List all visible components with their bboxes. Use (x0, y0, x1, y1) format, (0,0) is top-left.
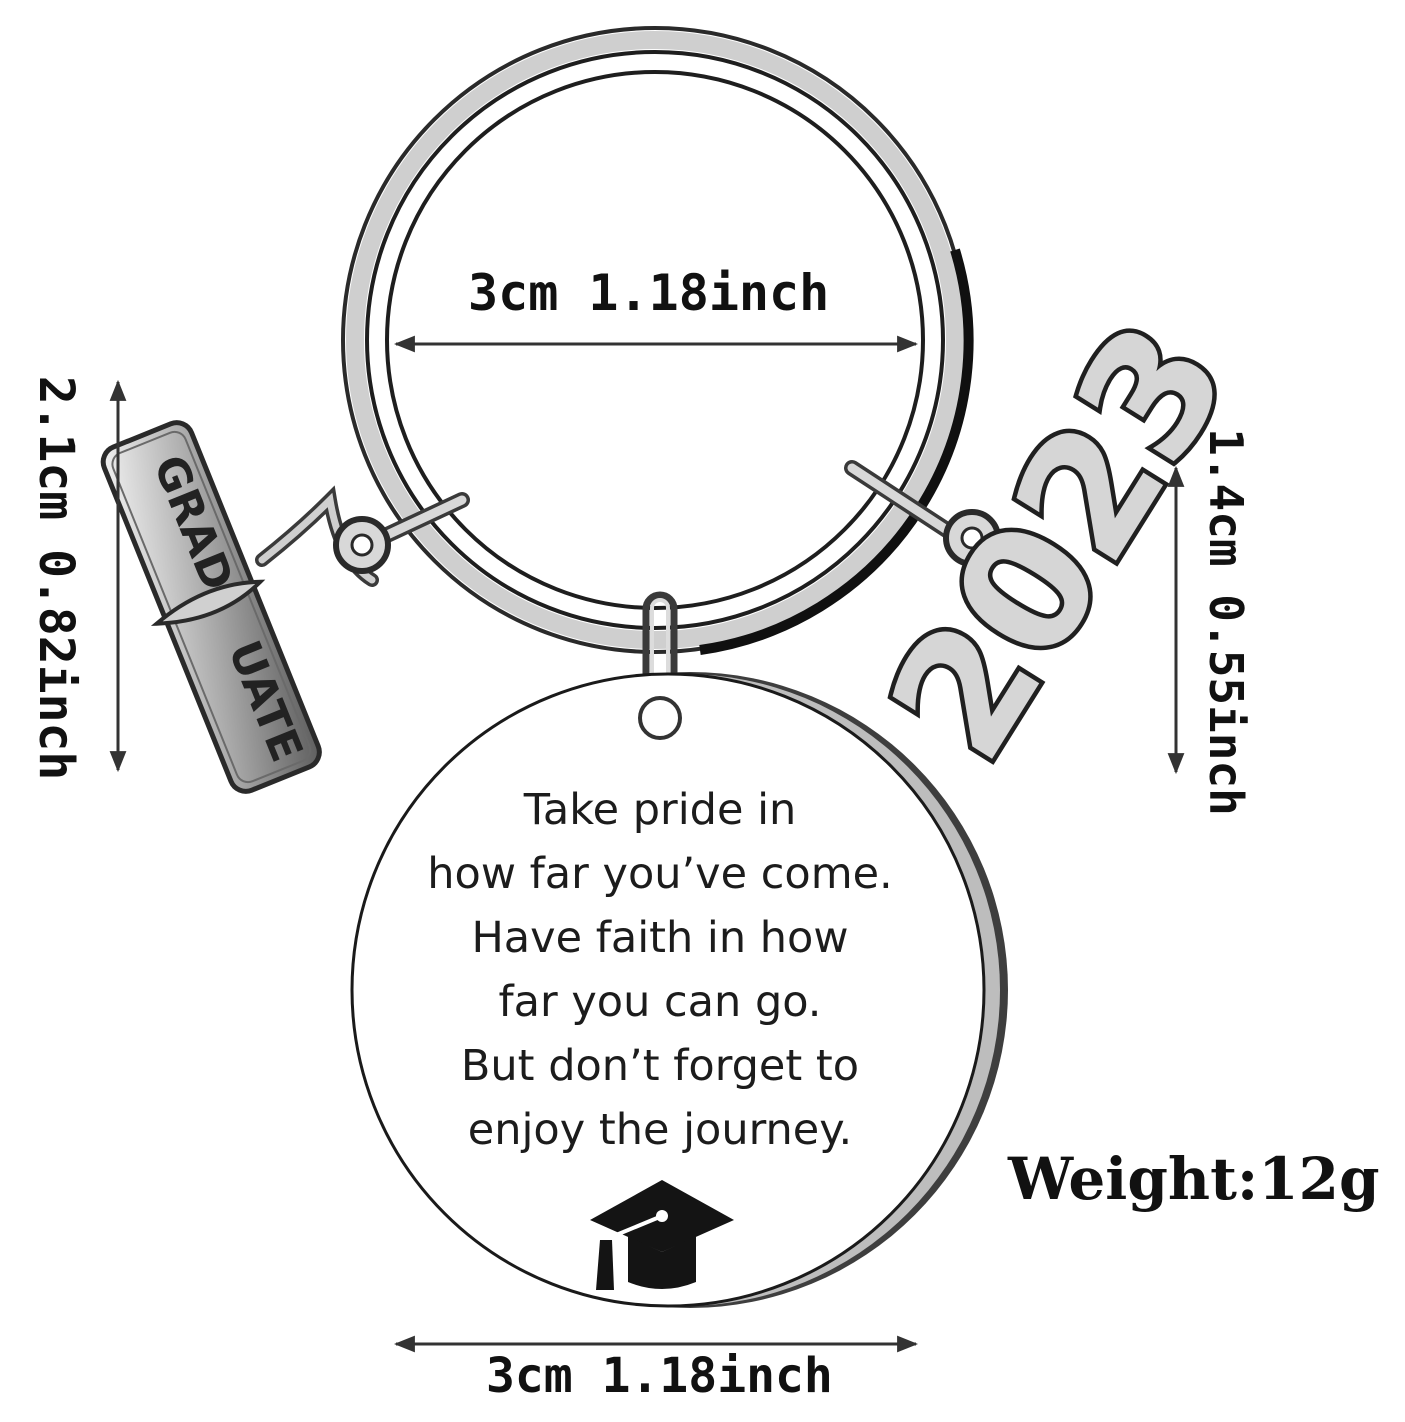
ring-width-label: 3cm 1.18inch (468, 264, 830, 322)
quote-line: how far you’ve come. (427, 849, 893, 899)
engraved-quote: Take pride in how far you’ve come. Have … (380, 778, 940, 1162)
right-jump-ring (844, 460, 970, 548)
quote-line: Take pride in (523, 785, 797, 835)
tag-width-label: 3cm 1.18inch (486, 1348, 833, 1404)
split-key-ring (341, 26, 974, 655)
scroll-diploma-charm: GRAD UATE (100, 420, 391, 794)
weight-label: Weight:12g (1008, 1145, 1380, 1213)
graduation-cap-icon (590, 1180, 734, 1290)
quote-line: far you can go. (498, 977, 822, 1027)
quote-line: But don’t forget to (460, 1041, 860, 1091)
quote-line: Have faith in how (471, 913, 849, 963)
quote-line: enjoy the journey. (467, 1105, 853, 1155)
year-charm-size-label: 1.4cm 0.55inch (1199, 428, 1253, 816)
round-tag (350, 672, 1008, 1308)
graduate-charm-size-label: 2.1cm 0.82inch (28, 375, 84, 781)
